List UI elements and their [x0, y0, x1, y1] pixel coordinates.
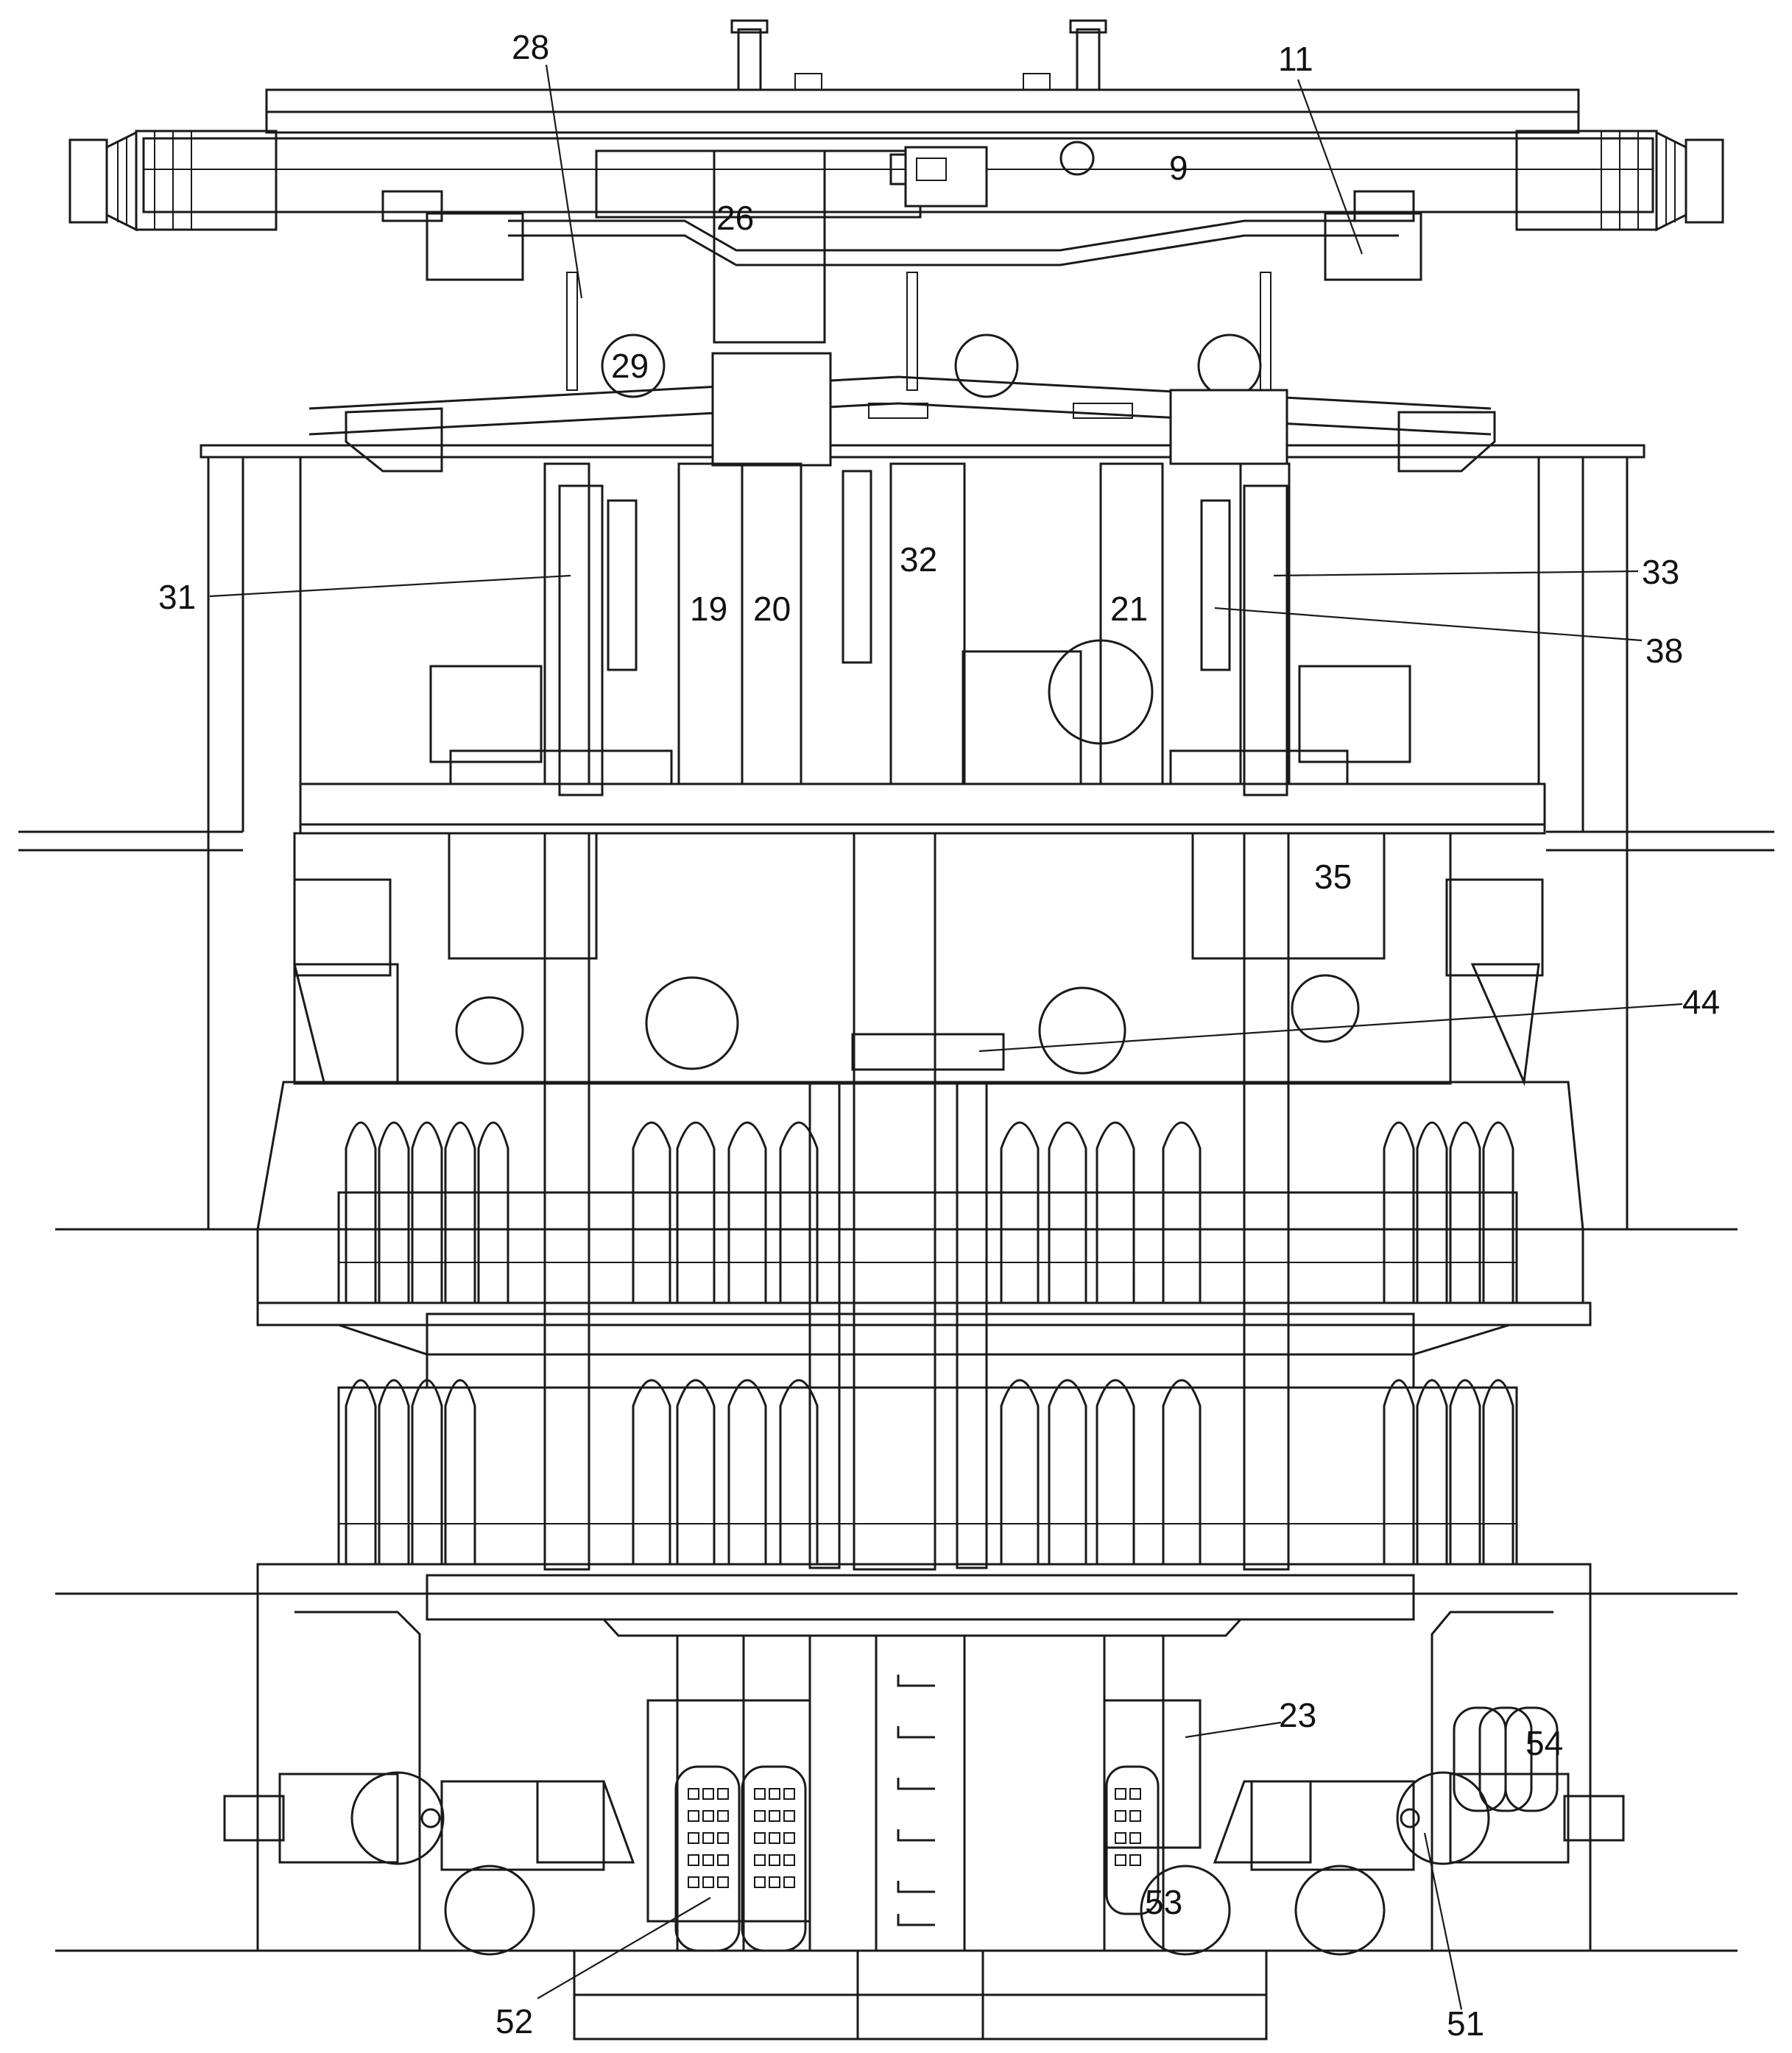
callout-31: 31	[158, 578, 196, 616]
handling-machinery-right	[1140, 1706, 1625, 1956]
callout-19: 19	[690, 590, 727, 628]
lower-deck	[55, 1563, 1738, 1952]
callout-26: 26	[716, 199, 754, 237]
callout-35: 35	[1314, 858, 1352, 896]
central-trunk	[543, 832, 1290, 1571]
hoist-trunk	[646, 1634, 1202, 1952]
upper-shell-ring	[55, 1081, 1738, 1304]
callout-23: 23	[1279, 1696, 1316, 1734]
lower-shell-ring	[55, 1379, 1738, 1595]
callout-38: 38	[1645, 632, 1683, 670]
mid-deck	[256, 1301, 1592, 1388]
working-chamber	[293, 832, 1544, 1086]
callout-33: 33	[1642, 553, 1679, 591]
powder-racks	[674, 1765, 1160, 1952]
upper-mechanism	[381, 141, 1422, 398]
callout-20: 20	[753, 590, 791, 628]
callout-52: 52	[495, 2002, 533, 2040]
callout-28: 28	[512, 28, 549, 66]
callout-labels: 28 11 9 26 29 32 31 19 20 21 33 38 35 44…	[158, 28, 1720, 2043]
callout-11: 11	[1278, 40, 1313, 78]
handling-machinery-left	[223, 1771, 635, 1956]
gun-house	[299, 457, 1540, 796]
leader-lines	[209, 64, 1683, 2010]
left-recoil-housing	[68, 130, 278, 232]
base-pedestal	[573, 1949, 1268, 2040]
callout-32: 32	[900, 540, 937, 579]
roof-structure	[142, 19, 1654, 213]
callout-29: 29	[611, 347, 649, 385]
gear-ring	[200, 352, 1645, 473]
callout-44: 44	[1682, 983, 1720, 1021]
callout-9: 9	[1169, 149, 1188, 187]
callout-21: 21	[1110, 590, 1148, 628]
right-recoil-housing	[1515, 130, 1724, 232]
callout-51: 51	[1447, 2004, 1484, 2043]
callout-53: 53	[1145, 1883, 1182, 1921]
callout-54: 54	[1525, 1724, 1563, 1762]
